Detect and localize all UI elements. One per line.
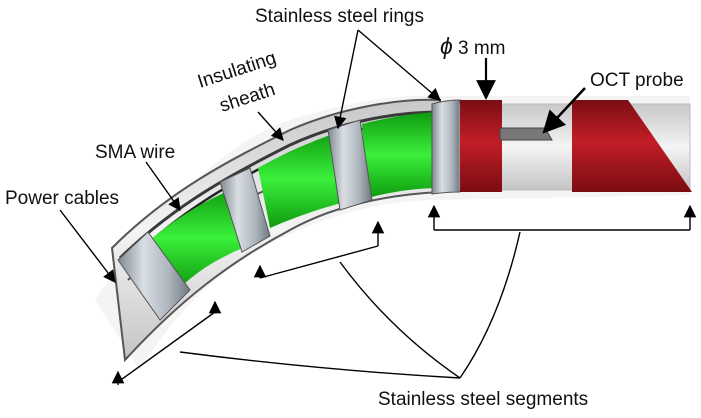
red-band <box>460 100 502 192</box>
label-steel-segments: Stainless steel segments <box>378 389 588 410</box>
label-oct-probe: OCT probe <box>590 70 684 91</box>
steel-ring-3 <box>327 119 373 211</box>
power-cables <box>118 110 441 260</box>
sma-segment-3 <box>362 112 440 198</box>
steel-ring-2 <box>219 167 271 253</box>
steel-ring-1 <box>117 231 191 321</box>
label-sma-wire: SMA wire <box>95 142 175 163</box>
sma-segment-1 <box>150 188 250 288</box>
label-steel-rings: Stainless steel rings <box>255 6 424 27</box>
red-tip <box>572 100 692 192</box>
label-diameter: 3 mm <box>458 38 506 59</box>
sma-segment-2 <box>258 130 355 228</box>
oct-probe-rod <box>499 127 553 141</box>
steel-ring-4 <box>431 99 461 195</box>
label-diameter-symbol: ϕ <box>440 33 453 59</box>
label-sheath: sheath <box>217 79 278 117</box>
label-power-cables: Power cables <box>5 188 119 209</box>
annotations <box>59 29 697 385</box>
